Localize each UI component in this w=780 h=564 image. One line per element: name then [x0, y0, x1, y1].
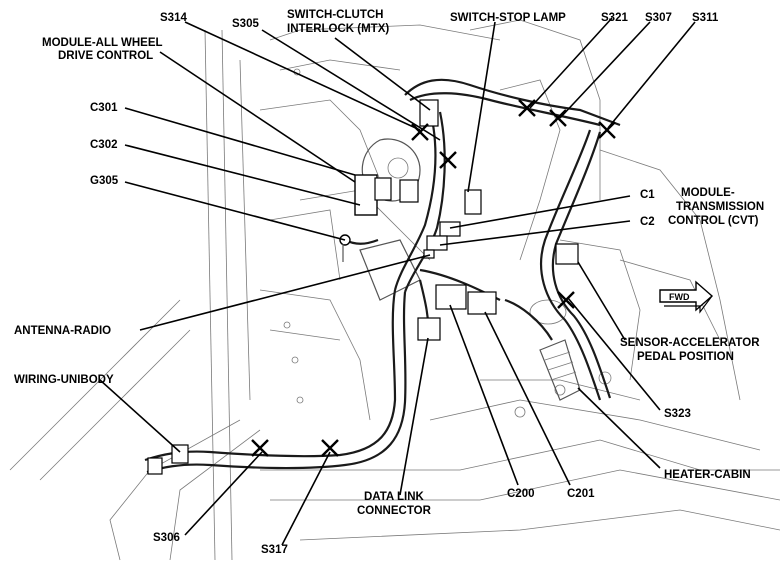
label-c1: C1 [640, 189, 655, 201]
label-sensor-app-line2: PEDAL POSITION [637, 351, 734, 363]
label-g305: G305 [90, 175, 119, 187]
splice-s323-mark [557, 291, 575, 309]
label-c200: C200 [507, 488, 535, 500]
labels: S314 S305 SWITCH-CLUTCH INTERLOCK (MTX) … [14, 9, 764, 556]
label-antenna-radio: ANTENNA-RADIO [14, 325, 111, 337]
label-switch-clutch-line2: INTERLOCK (MTX) [287, 23, 389, 35]
splice-s317-mark [321, 439, 339, 457]
label-wiring-unibody: WIRING-UNIBODY [14, 374, 114, 386]
label-s323: S323 [664, 408, 691, 420]
label-tcm-line1: MODULE- [681, 187, 735, 199]
splice-marks [251, 99, 616, 457]
label-switch-clutch-line1: SWITCH-CLUTCH [287, 9, 383, 21]
label-c302: C302 [90, 139, 118, 151]
splice-s307-mark [549, 109, 567, 127]
label-awd-line1: MODULE-ALL WHEEL [42, 37, 163, 49]
label-sensor-app-line1: SENSOR-ACCELERATOR [620, 337, 760, 349]
leader-lines [99, 17, 696, 546]
splice-s314-mark [411, 123, 429, 141]
label-awd-line2: DRIVE CONTROL [58, 50, 153, 62]
label-c301: C301 [90, 102, 118, 114]
label-s314: S314 [160, 12, 187, 24]
splice-s321-mark [518, 99, 536, 117]
label-heater-cabin: HEATER-CABIN [664, 469, 751, 481]
label-c201: C201 [567, 488, 595, 500]
label-tcm-line3: CONTROL (CVT) [668, 215, 759, 227]
label-dlc-line1: DATA LINK [364, 491, 425, 503]
fwd-label: FWD [669, 292, 690, 302]
label-s305: S305 [232, 18, 259, 30]
label-dlc-line2: CONNECTOR [357, 505, 432, 517]
splice-s306-mark [251, 439, 269, 457]
label-tcm-line2: TRANSMISSION [676, 201, 764, 213]
label-c2: C2 [640, 216, 655, 228]
fwd-arrow: FWD [659, 280, 714, 314]
vehicle-structure [9, 19, 780, 561]
label-s307: S307 [645, 12, 672, 24]
label-s306: S306 [153, 532, 180, 544]
splice-s305-mark [439, 151, 457, 169]
label-switch-stop-lamp: SWITCH-STOP LAMP [450, 12, 566, 24]
label-s311: S311 [692, 12, 719, 24]
splice-s311-mark [598, 121, 616, 139]
label-s317: S317 [261, 544, 288, 556]
wiring-harness [144, 78, 621, 475]
label-s321: S321 [601, 12, 628, 24]
